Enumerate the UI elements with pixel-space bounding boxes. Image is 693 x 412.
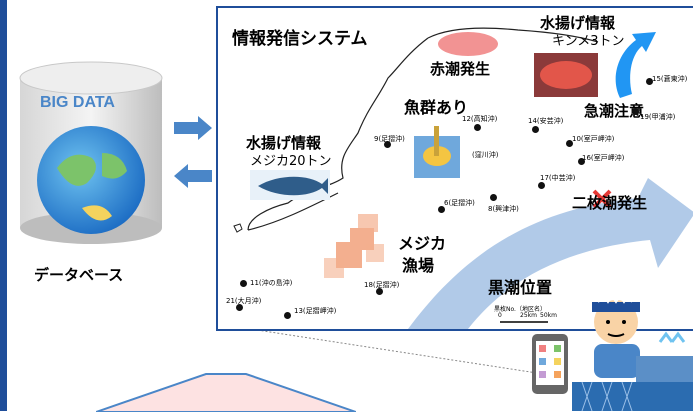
double-current-label: 二枚潮発生 [572,194,648,212]
station-label: 19(甲浦沖) [640,113,676,121]
left-frame-bar [0,0,7,411]
arrow-left-icon [174,164,212,188]
station-dot [284,312,291,319]
station-dot [538,182,545,189]
fisherman-illustration [572,294,693,411]
scale-title: 黒枚No.（地区名） [494,306,546,313]
station-label: 8(興津沖) [488,205,519,213]
map-title: 情報発信システム [232,29,368,49]
station-label: 15(蒼東沖) [652,75,688,83]
station-label: 10(室戸岬沖) [572,135,615,143]
station-label: 16(室戸岬沖) [582,154,625,162]
station-dot [240,280,247,287]
database-cylinder-icon [19,61,163,244]
station-dot [490,194,497,201]
map-graphics [233,27,693,329]
arrow-right-icon [174,116,212,140]
big-data-text: BIG DATA [40,94,115,111]
station-dot [384,141,391,148]
station-label: 14(安芸沖) [528,117,564,125]
station-label: 11(沖の島沖) [250,279,293,287]
red-tide-label: 赤潮発生 [430,60,491,78]
station-label: 13(足摺岬沖) [294,307,337,315]
map-panel: 情報発信システム 赤潮発生 水揚げ情報 キンメ3トン 急潮注意 水揚げ情報 メジ… [216,6,693,331]
station-label: 18(足摺沖) [364,281,400,289]
landing-left-detail: メジカ20トン [250,154,332,169]
scale-tick-25: 25km [520,312,537,319]
station-dot [376,288,383,295]
station-dot [566,140,573,147]
mejika-label-line2: 漁場 [402,256,435,275]
station-dot [578,158,585,165]
database-caption: データベース [34,266,124,284]
station-label: 9(足摺沖) [374,135,405,143]
station-label: 12(高知沖) [462,115,498,123]
landing-top-title: 水揚げ情報 [540,14,616,32]
landing-left-title: 水揚げ情報 [246,134,322,152]
warning-label: 急潮注意 [584,102,645,120]
smartphone-icon [532,334,568,394]
scale-tick-50: 50km [540,312,557,319]
bottom-up-arrow [96,373,356,412]
station-label: 6(足摺沖) [444,199,475,207]
station-label: (窪川沖) [472,151,499,159]
station-label: 21(大月沖) [226,297,262,305]
station-dot [632,108,639,115]
station-dot [646,78,653,85]
station-dot [474,124,481,131]
station-label: 17(中芸沖) [540,174,576,182]
station-dot [236,304,243,311]
scale-tick-0: 0 [498,312,502,319]
mejika-label-line1: メジカ [398,234,447,253]
station-dot [438,206,445,213]
fish-school-label: 魚群あり [404,98,469,117]
landing-top-detail: キンメ3トン [552,34,625,49]
station-dot [532,126,539,133]
kuroshio-label: 黒潮位置 [488,278,553,297]
